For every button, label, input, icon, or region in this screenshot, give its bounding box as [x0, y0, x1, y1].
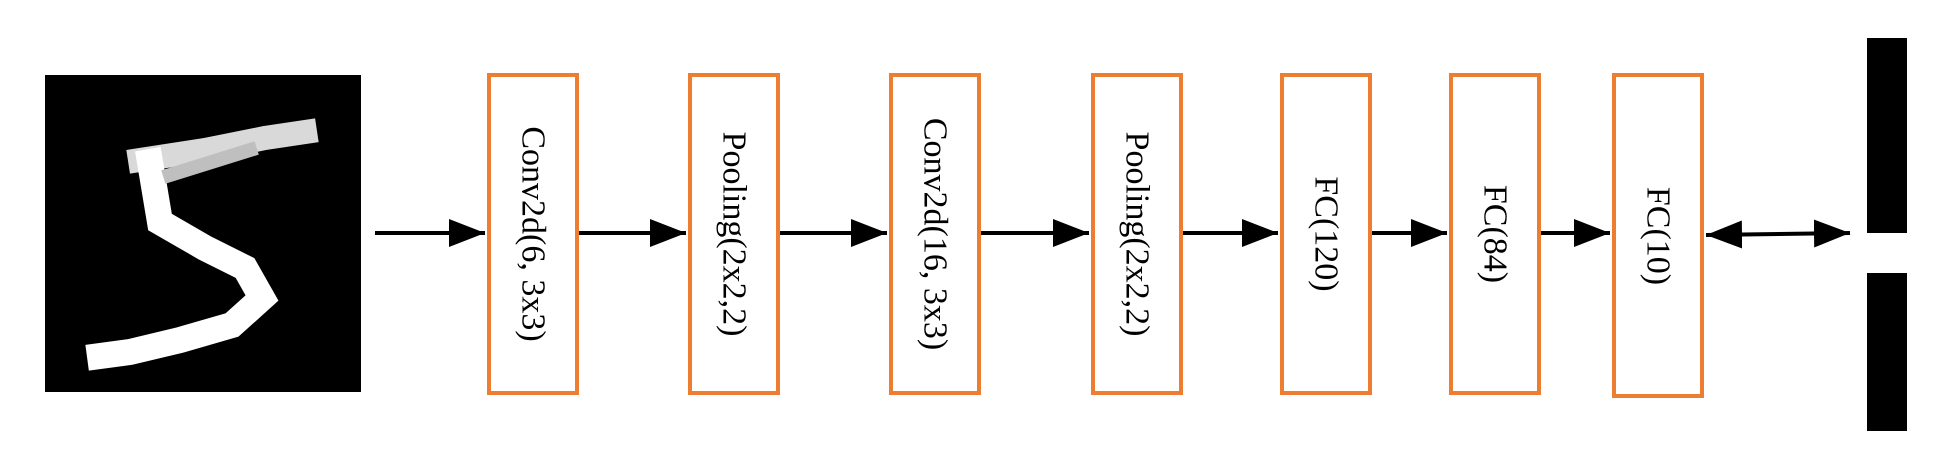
layer-conv2: Conv2d(16, 3x3): [889, 73, 981, 395]
layer-fc3-label: FC(10): [1640, 187, 1677, 285]
output-active-class: [1867, 233, 1907, 273]
layer-pool1: Pooling(2x2,2): [688, 73, 780, 395]
layer-conv1-label: Conv2d(6, 3x3): [515, 126, 552, 341]
connection-arrows: [375, 219, 1851, 249]
arrow-fc3-to-output: [1705, 219, 1851, 249]
digit-five-glyph: [85, 118, 319, 371]
layer-conv2-label: Conv2d(16, 3x3): [917, 118, 954, 350]
layer-conv1: Conv2d(6, 3x3): [487, 73, 579, 395]
layer-fc1: FC(120): [1280, 73, 1372, 395]
layer-fc1-label: FC(120): [1308, 176, 1345, 291]
input-digit-image: [45, 75, 361, 392]
layer-fc2-label: FC(84): [1477, 185, 1514, 283]
layer-fc3: FC(10): [1612, 73, 1704, 398]
layer-fc2: FC(84): [1449, 73, 1541, 395]
output-vector: [1867, 38, 1907, 431]
layer-pool1-label: Pooling(2x2,2): [716, 132, 753, 337]
layer-pool2: Pooling(2x2,2): [1091, 73, 1183, 395]
layer-pool2-label: Pooling(2x2,2): [1119, 132, 1156, 337]
